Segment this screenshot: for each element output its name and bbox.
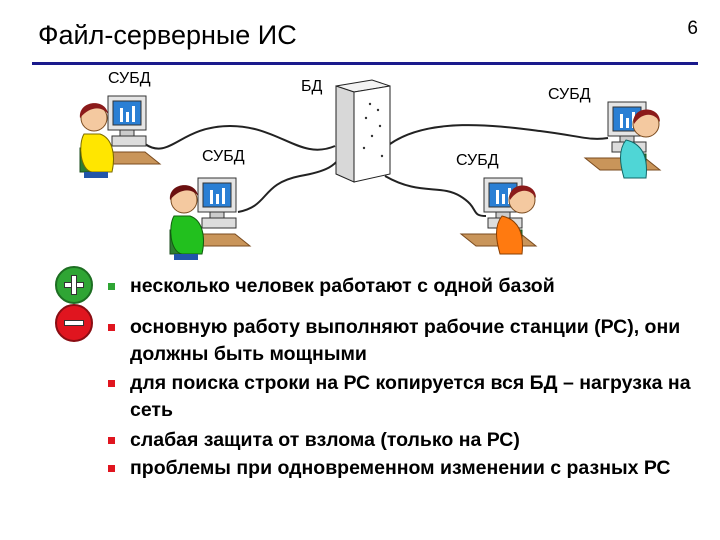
con-item-text: для поиска строки на РС копируется вся Б…: [130, 372, 691, 421]
con-item: для поиска строки на РС копируется вся Б…: [108, 370, 708, 424]
client-label: СУБД: [202, 148, 245, 165]
con-item: проблемы при одновременном изменении с р…: [108, 455, 708, 482]
plus-icon: [55, 266, 93, 304]
client-label: СУБД: [548, 86, 591, 103]
network-diagram: СУБД БД СУБД СУБД СУБД: [0, 66, 720, 266]
pro-item-text: несколько человек работают с одной базой: [130, 275, 555, 297]
con-item-text: основную работу выполняют рабочие станци…: [130, 316, 681, 365]
slide-title: Файл-серверные ИС: [38, 20, 297, 50]
bullet-square-icon: [108, 465, 115, 472]
con-item-text: проблемы при одновременном изменении с р…: [130, 457, 671, 479]
bullet-square-icon: [108, 380, 115, 387]
workstation-icon: [79, 95, 161, 178]
bullet-square-icon: [108, 437, 115, 444]
workstation-icon: [584, 101, 661, 179]
minus-icon: [55, 304, 93, 342]
bullet-square-icon: [108, 324, 115, 331]
server-icon: [335, 79, 391, 183]
client-label: СУБД: [456, 152, 499, 169]
con-item-text: слабая защита от взлома (только на РС): [130, 429, 520, 451]
title-divider: [32, 62, 698, 65]
bullet-square-icon: [108, 283, 115, 290]
workstation-icon: [169, 177, 251, 260]
con-item: слабая защита от взлома (только на РС): [108, 427, 708, 454]
pro-item: несколько человек работают с одной базой: [108, 273, 708, 300]
server-label: БД: [301, 78, 323, 95]
workstation-icon: [460, 177, 537, 255]
con-item: основную работу выполняют рабочие станци…: [108, 314, 708, 368]
slide-number: 6: [687, 18, 698, 39]
diagram-canvas: [79, 79, 661, 260]
client-label: СУБД: [108, 70, 151, 87]
